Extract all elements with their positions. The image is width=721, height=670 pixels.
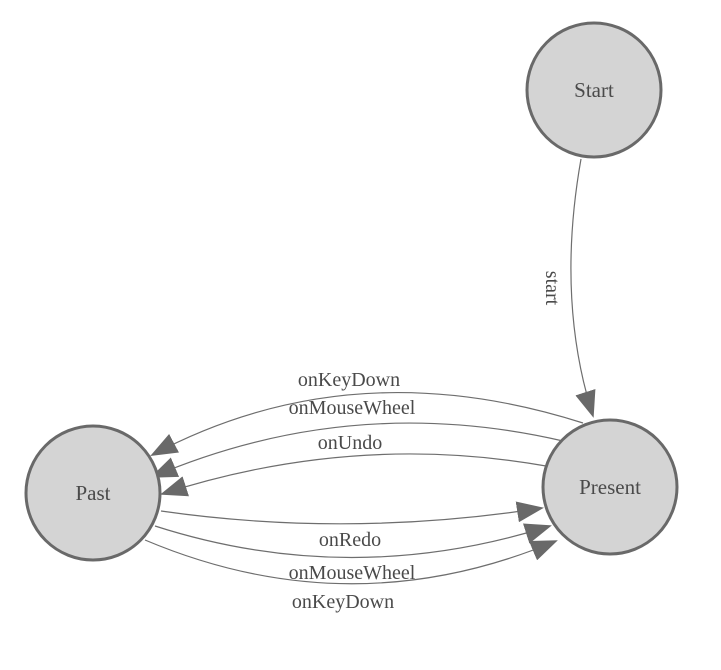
state-label-present: Present bbox=[579, 475, 641, 499]
transition-edge-past-to-present-onkeydown bbox=[144, 539, 558, 585]
state-circle-start[interactable] bbox=[525, 21, 663, 159]
transition-edge-start-to-present bbox=[570, 158, 596, 418]
state-node-present[interactable]: Present bbox=[541, 418, 679, 556]
edge-label-present-to-past-onkeydown: onKeyDown bbox=[298, 369, 400, 391]
transition-edge-past-to-present-onmousewheel bbox=[154, 523, 552, 559]
state-circle-past[interactable] bbox=[24, 424, 162, 562]
edge-label-start-to-present: start bbox=[541, 271, 563, 306]
edge-label-present-to-past-onmousewheel: onMouseWheel bbox=[289, 397, 416, 419]
edges-layer bbox=[144, 158, 596, 585]
edge-label-past-to-present-onmousewheel: onMouseWheel bbox=[289, 562, 416, 584]
state-node-start[interactable]: Start bbox=[525, 21, 663, 159]
state-label-start: Start bbox=[574, 78, 614, 102]
edge-label-past-to-present-onredo: onRedo bbox=[319, 529, 381, 551]
transition-edge-present-to-past-onmousewheel bbox=[150, 422, 564, 478]
transition-edge-present-to-past-onundo bbox=[160, 453, 547, 497]
edge-label-past-to-present-onkeydown: onKeyDown bbox=[292, 591, 394, 613]
edge-label-present-to-past-onundo: onUndo bbox=[318, 432, 382, 454]
state-label-past: Past bbox=[75, 481, 110, 505]
state-circle-present[interactable] bbox=[541, 418, 679, 556]
transition-edge-past-to-present-onredo bbox=[160, 501, 544, 525]
edge-labels-layer: start onKeyDown onMouseWheel onUndo onRedo on… bbox=[289, 271, 563, 613]
state-node-past[interactable]: Past bbox=[24, 424, 162, 562]
transition-edge-present-to-past-onkeydown bbox=[150, 391, 584, 456]
